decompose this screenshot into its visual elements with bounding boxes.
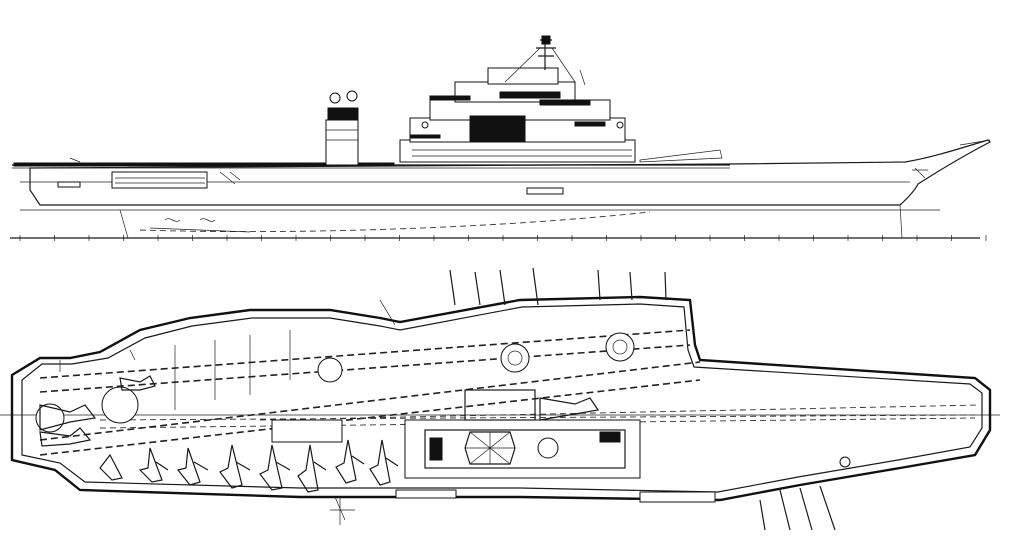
island-superstructure [399, 35, 636, 163]
aircraft-forward [539, 397, 600, 421]
centerline-markings [99, 404, 981, 429]
deck-edge-band [13, 162, 395, 167]
elevator-turntable [500, 343, 530, 373]
island-radar-panel [469, 115, 526, 143]
parked-aircraft-row [99, 439, 399, 493]
forward-mast [325, 90, 359, 166]
flight-deck-plan-view [0, 267, 1000, 531]
angled-deck-markings [39, 329, 701, 456]
deck-details [59, 299, 396, 410]
island-plan [404, 389, 641, 479]
aircraft-aft [39, 375, 156, 447]
antennas-bottom [759, 485, 836, 531]
underwater-profile [139, 211, 651, 233]
boat-deck [111, 171, 208, 189]
side-profile-view [10, 35, 992, 241]
propeller-shafts [149, 218, 251, 233]
frame-scale [10, 235, 987, 241]
hull-outline [29, 139, 992, 206]
antennas-top [449, 267, 667, 306]
bow-detail [912, 139, 991, 179]
